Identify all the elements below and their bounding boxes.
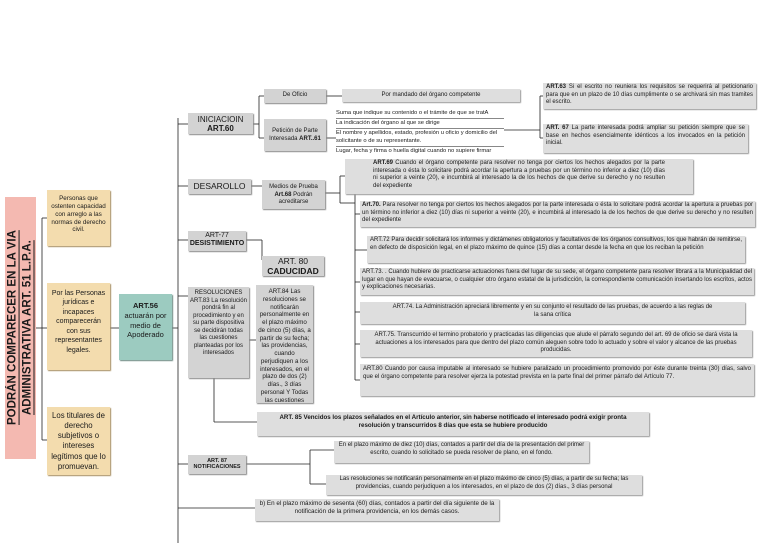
art70-label: Art.70. — [362, 202, 381, 208]
mandado-box: Por mandado del órgano competente — [342, 89, 520, 102]
iniciacion-header: INICIACIOIN ART.60 — [188, 113, 253, 134]
peticion-art: ART..61 — [299, 135, 321, 142]
art56-text: actuarán por medio de Apoderado — [124, 310, 167, 340]
desistimiento-header: ART-77 DESISTIMIENTO — [188, 231, 246, 251]
desistimiento-art: ART-77 — [205, 232, 229, 239]
art73-box: ART.73. . Cuando hubiere de practicarse … — [360, 268, 754, 295]
caducidad-header: ART. 80 CADUCIDAD — [262, 256, 324, 276]
art70-box: Art.70. Para resolver no tenga por ciert… — [360, 201, 755, 227]
peticion-box: Petición de Parte Interesada ART..61 — [264, 119, 326, 151]
art70-text: Para resolver no tenga por ciertos los h… — [362, 202, 754, 223]
art69-box: ART.69 Cuando el órgano competente para … — [345, 159, 693, 194]
notificaciones-label: NOTIFICACIONES — [193, 464, 241, 471]
art56-title: ART.56 — [132, 301, 158, 310]
art67-text: La parte interesada podrá ampliar su pet… — [546, 125, 745, 146]
notificaciones-art: ART. 87 — [207, 458, 227, 464]
medios-art: Art.68 — [274, 191, 292, 198]
desistimiento-label: DESISTIMIENTO — [189, 240, 245, 248]
medios-text: Podrán acreditarse — [278, 191, 313, 206]
art74-box: ART.74. La Administración apreciará libr… — [360, 302, 745, 324]
caducidad-label: CADUCIDAD — [267, 265, 319, 276]
art69-text: Cuando el órgano competente para resolve… — [373, 160, 665, 189]
personas-juridicas-box: Por las Personas jurídicas e incapaces c… — [47, 283, 110, 370]
requisitos-list: Suma que indique su contenido o el trámi… — [336, 110, 504, 158]
resoluciones-art83-box: RESOLUCIONES ART.83 La resolución pondrá… — [188, 287, 249, 378]
peticion-label: Petición de Parte Interesada — [269, 128, 318, 142]
art69-label: ART.69 — [373, 160, 394, 166]
personas-capacidad-box: Personas que ostenten capacidad con arre… — [47, 190, 110, 246]
iniciacion-label: INICIACIOIN — [197, 115, 244, 124]
art84-box: ART.84 Las resoluciones se notificarán p… — [256, 285, 313, 403]
notificacion-3-box: b) En el plazo máximo de sesenta (60) dí… — [255, 499, 499, 521]
art72-box: ART.72 Para decidir solicitará los infor… — [367, 236, 745, 263]
notificacion-1-box: En el plazo máximo de diez (10) días, co… — [334, 441, 589, 463]
art63-label: ART.63 — [546, 84, 567, 90]
art75-box: ART.75. Transcurrido el termino probator… — [360, 330, 752, 357]
medios-label: Medios de Prueba — [269, 184, 318, 190]
requisito-2: La indicación del órgano al que se dirig… — [336, 119, 504, 130]
art63-box: ART.63 Si el escrito no reuniera los req… — [543, 83, 756, 109]
art80-box: ART.80 Cuando por causa imputable al int… — [360, 364, 754, 396]
diagram-title: PODRÁN COMPARECER EN LA VIA ADMINISTRATI… — [6, 230, 34, 426]
requisito-4: Lugar, fecha y firma o huella digital cu… — [336, 147, 492, 154]
art67-label: ART. 67 — [546, 125, 569, 131]
art56-box: ART.56 actuarán por medio de Apoderado — [119, 294, 172, 360]
requisito-1: Suma que indique su contenido o el trámi… — [336, 110, 504, 120]
de-oficio-box: De Oficio — [264, 89, 326, 103]
art67-box: ART. 67 La parte interesada podrá amplia… — [543, 124, 748, 153]
iniciacion-art: ART.60 — [207, 124, 234, 134]
requisito-3: El nombre y apellidos, estado, profesión… — [336, 129, 504, 147]
medios-prueba-box: Medios de Prueba Art.68 Podrán acreditar… — [262, 180, 325, 209]
titulares-box: Los titulares de derecho subjetivos o in… — [47, 407, 110, 475]
notificacion-2-box: Las resoluciones se notificarán personal… — [326, 475, 642, 495]
notificaciones-header: ART. 87 NOTIFICACIONES — [188, 455, 246, 474]
desarollo-header: DESAROLLO — [188, 179, 251, 194]
caducidad-art: ART. 80 — [277, 256, 309, 266]
art85-box: ART. 85 Vencidos los plazos señalados en… — [257, 412, 649, 436]
art63-text: Si el escrito no reuniera los requisitos… — [546, 84, 753, 105]
title-bar — [5, 197, 36, 459]
